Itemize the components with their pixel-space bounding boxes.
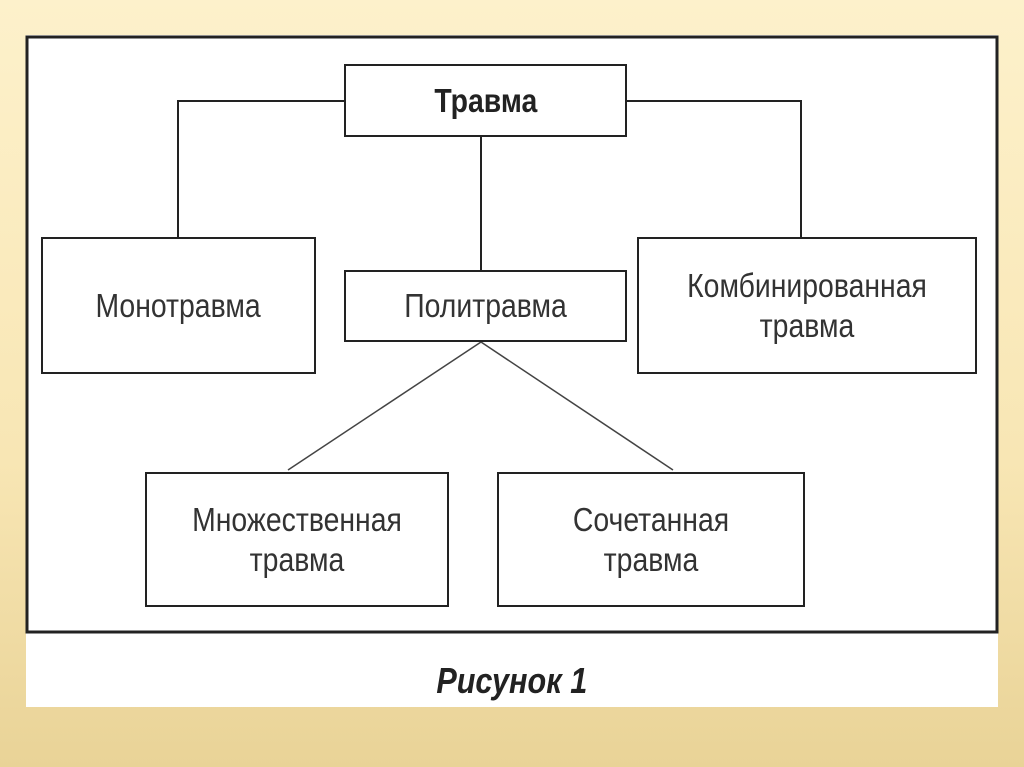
node-label: Комбинированная травма — [687, 266, 927, 344]
node-associated-trauma: Сочетанная травма — [497, 472, 805, 607]
caption-text: Рисунок 1 — [436, 660, 588, 701]
node-label: Множественная травма — [192, 500, 402, 578]
figure-frame — [25, 35, 999, 634]
node-trauma: Травма — [344, 64, 627, 137]
connector-root-mono — [177, 100, 344, 237]
connector-poly-combined — [480, 341, 674, 471]
node-label: Травма — [434, 81, 537, 119]
figure-caption: Рисунок 1 — [0, 660, 1024, 702]
node-multiple-trauma: Множественная травма — [145, 472, 449, 607]
connector-poly-multiple — [287, 341, 482, 471]
node-label: Политравма — [404, 287, 567, 324]
node-combined-trauma: Комбинированная травма — [637, 237, 977, 374]
node-label: Сочетанная травма — [572, 500, 730, 578]
connector-root-combined — [627, 100, 802, 237]
node-polytrauma: Политравма — [344, 270, 627, 342]
node-monotrauma: Монотравма — [41, 237, 316, 374]
node-label: Монотравма — [95, 286, 262, 324]
